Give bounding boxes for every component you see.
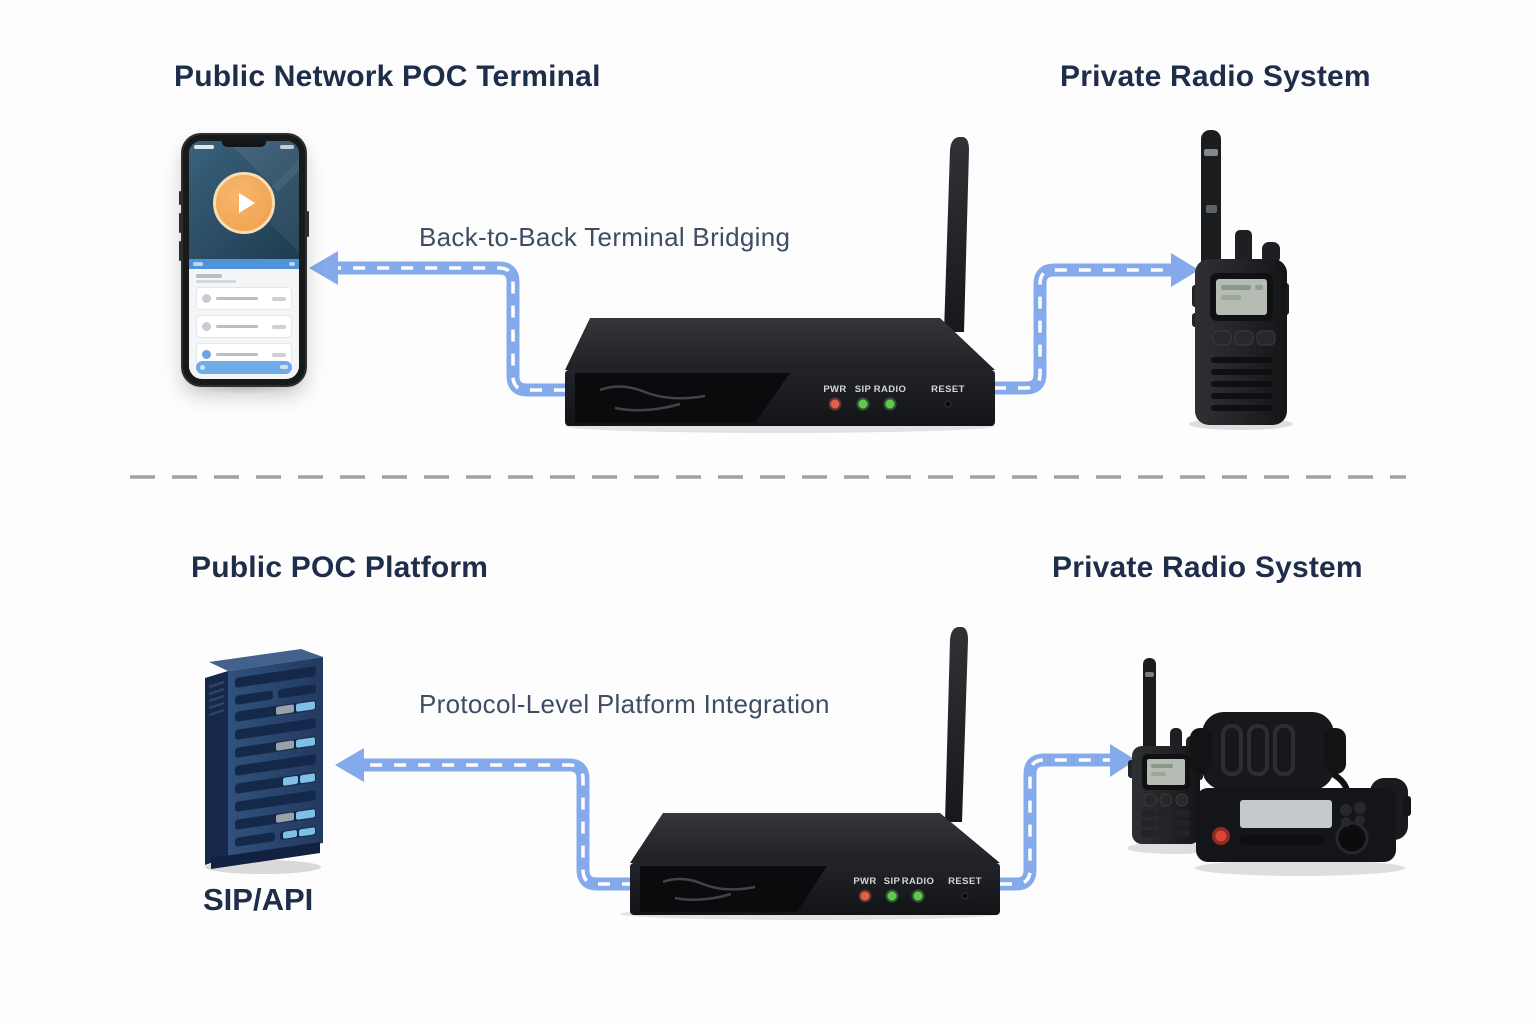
led-radio-icon	[885, 399, 895, 409]
bottom-connection-label: Protocol-Level Platform Integration	[419, 689, 830, 719]
contact-icon	[202, 322, 211, 331]
back-button[interactable]	[1256, 330, 1276, 346]
arrow-gateway-to-server	[335, 748, 634, 891]
phone-screen	[189, 141, 299, 379]
phone-volume-button	[179, 213, 182, 233]
contact-list-item	[196, 287, 292, 310]
gateway-antenna-icon	[944, 137, 969, 332]
arrowhead-left-icon	[309, 251, 338, 285]
arrowhead-left-icon	[335, 748, 364, 782]
gateway-antenna-icon	[945, 627, 968, 822]
contact-status	[272, 296, 286, 301]
poc-gateway-top: PWR SIP RADIO RESET	[545, 118, 1015, 433]
phone-volume-button	[179, 191, 182, 205]
list-subheader	[196, 280, 236, 283]
app-toolbar	[189, 259, 299, 269]
status-icons	[280, 145, 294, 149]
server-vents-icon	[208, 680, 225, 717]
radio-display	[1147, 759, 1185, 785]
contact-status	[272, 352, 286, 357]
volume-knob-icon	[1262, 242, 1280, 264]
phone-power-button	[306, 211, 309, 237]
handheld-radio-bottom	[1128, 658, 1203, 844]
antenna-band	[1206, 205, 1217, 213]
reset-button[interactable]	[961, 892, 969, 900]
function-button[interactable]	[1175, 793, 1189, 807]
function-button[interactable]	[1159, 793, 1173, 807]
list-header	[196, 274, 222, 278]
contact-name-line	[216, 325, 258, 328]
mobile-shadow	[1195, 860, 1405, 876]
gateway-top-face	[565, 318, 995, 370]
gateway-led-cluster: PWR SIP RADIO RESET	[823, 384, 965, 411]
led-label-pwr: PWR	[823, 384, 846, 395]
bottom-left-title: Public POC Platform	[191, 551, 489, 584]
server-base	[211, 842, 320, 869]
ptt-button-icon	[213, 172, 275, 234]
mobile-display	[1240, 800, 1332, 828]
speaker-grille-icon	[1211, 357, 1273, 411]
led-radio-icon	[913, 891, 923, 901]
server-caption: SIP/API	[203, 882, 314, 917]
radio-antenna-icon	[1143, 658, 1156, 753]
keypad-icon[interactable]	[1142, 810, 1190, 837]
led-label-radio: RADIO	[874, 384, 907, 395]
arrow-gateway-to-phone	[309, 251, 566, 397]
contact-status	[272, 324, 286, 329]
channel-knob-icon[interactable]	[1335, 821, 1369, 855]
antenna-band	[1204, 149, 1218, 156]
function-button[interactable]	[1143, 793, 1157, 807]
phone-volume-button	[179, 241, 182, 261]
contact-name-line	[216, 353, 258, 356]
reset-label: RESET	[931, 384, 965, 395]
phone-notch	[222, 141, 266, 147]
led-label-sip: SIP	[855, 384, 872, 395]
top-connection-label: Back-to-Back Terminal Bridging	[419, 222, 791, 252]
private-radio-set	[1120, 650, 1411, 876]
gateway-top-face	[630, 813, 1000, 863]
mobile-grille-icon	[1240, 835, 1324, 845]
top-left-title: Public Network POC Terminal	[174, 60, 601, 93]
app-bottom-bar	[196, 361, 292, 374]
server-drive-bays	[235, 666, 316, 847]
button-cluster[interactable]	[1340, 802, 1366, 827]
led-sip-icon	[858, 399, 868, 409]
app-logo	[194, 145, 214, 149]
gateway-led-cluster: PWR SIP RADIO RESET	[853, 876, 982, 903]
bottom-right-title: Private Radio System	[1052, 551, 1363, 584]
speaker-slots-icon	[1221, 724, 1295, 776]
stub-antenna-icon	[1170, 728, 1182, 750]
top-right-title: Private Radio System	[1060, 60, 1371, 93]
mount-bracket	[1403, 796, 1411, 816]
contact-icon	[202, 350, 211, 359]
led-label-pwr: PWR	[853, 876, 876, 887]
led-label-sip: SIP	[884, 876, 901, 887]
led-sip-icon	[887, 891, 897, 901]
handheld-radio-top	[1183, 125, 1298, 430]
arrow-gateway-to-radio	[994, 253, 1199, 395]
led-pwr-icon	[830, 399, 840, 409]
menu-button[interactable]	[1212, 330, 1232, 346]
server-top-face	[209, 649, 323, 671]
vehicle-mobile-radio	[1190, 712, 1411, 862]
server-side-face	[205, 671, 228, 865]
reset-label: RESET	[948, 876, 982, 887]
channel-knob-icon	[1235, 230, 1252, 264]
poc-gateway-bottom: PWR SIP RADIO RESET	[615, 608, 1015, 920]
gateway-logo-mark-icon	[599, 385, 706, 412]
contact-list-item	[196, 315, 292, 338]
play-icon	[238, 193, 255, 213]
gateway-logo-mark-icon	[662, 877, 756, 902]
poc-platform-server	[195, 645, 335, 875]
led-label-radio: RADIO	[902, 876, 935, 887]
arrow-gateway-to-mobile-radio	[1000, 744, 1136, 891]
ptt-app-header	[189, 141, 299, 259]
led-pwr-icon	[860, 891, 870, 901]
reset-button[interactable]	[944, 400, 952, 408]
poc-smartphone	[179, 133, 309, 387]
contact-name-line	[216, 297, 258, 300]
nav-button[interactable]	[1234, 330, 1254, 346]
contact-icon	[202, 294, 211, 303]
